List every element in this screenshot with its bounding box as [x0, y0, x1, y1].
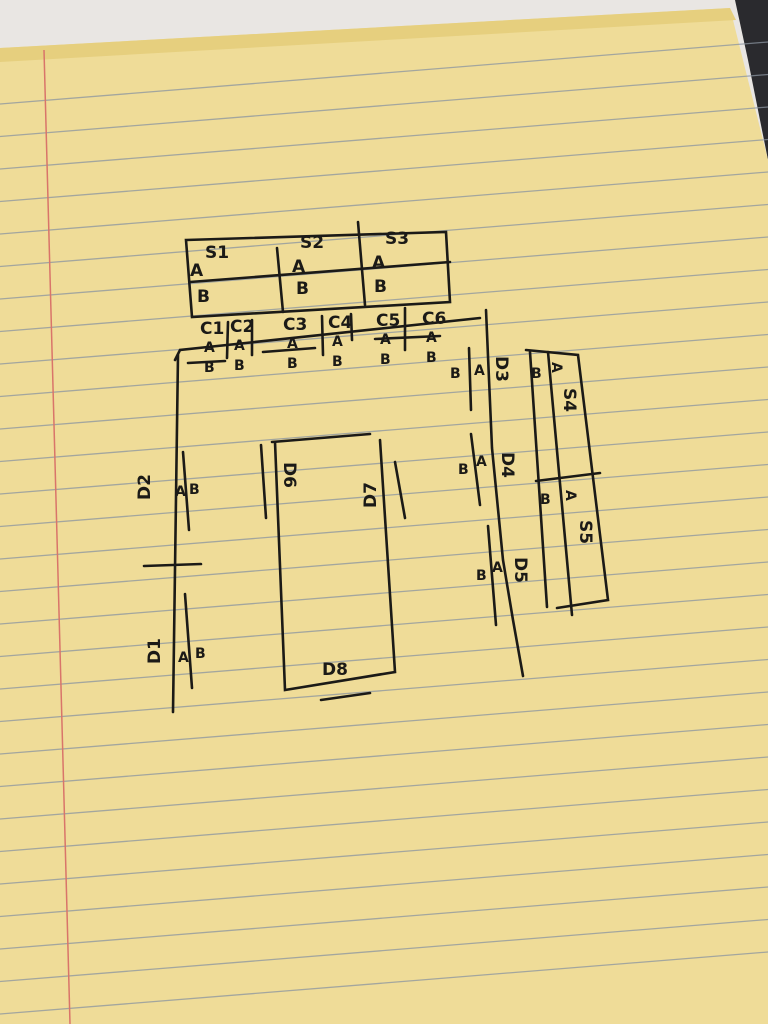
d5-label: D5 [510, 557, 530, 583]
dark-corner [735, 0, 768, 160]
column-label: C3 [283, 315, 307, 335]
d3-label: D3 [491, 356, 511, 382]
column-a: A [234, 338, 245, 354]
d3-a: A [474, 363, 485, 379]
ruled-line [0, 496, 768, 560]
ruled-line [0, 171, 768, 235]
s1-label: S1 [205, 243, 229, 263]
ruled-line [0, 788, 768, 853]
s3-label: S3 [385, 229, 409, 249]
ruled-line [0, 821, 768, 885]
margin-line [43, 49, 71, 1024]
d5-b: B [476, 568, 487, 584]
column-b: B [287, 356, 298, 372]
ruled-line [0, 41, 768, 105]
d5-a: A [492, 560, 503, 576]
ruled-line [0, 723, 768, 788]
s1-row-b: B [197, 287, 210, 307]
s4-label: S4 [559, 388, 579, 412]
d2-a: A [175, 484, 186, 500]
ruled-line [0, 886, 768, 950]
ruled-line [0, 203, 768, 268]
column-label: C5 [376, 311, 400, 331]
ruled-line [0, 626, 768, 690]
column-label: C1 [200, 319, 224, 339]
ruled-line [0, 528, 768, 593]
column-label: C4 [328, 313, 352, 333]
s2-label: S2 [300, 233, 324, 253]
ruled-line [0, 951, 768, 1015]
right-wall: D3 A B D4 A B D5 A B [450, 308, 530, 678]
ruled-line [0, 756, 768, 820]
d7-label: D7 [361, 482, 381, 508]
column-a: A [204, 340, 215, 356]
column-b: B [426, 350, 437, 366]
d2-b: B [189, 482, 200, 498]
s2-row-b: B [296, 279, 309, 299]
ruled-line [0, 398, 768, 463]
d1-a: A [178, 650, 189, 666]
left-wall: D2 A B D1 A B [135, 353, 206, 714]
ruled-line [0, 366, 768, 430]
s4-b: B [531, 366, 542, 382]
column-b: B [380, 352, 391, 368]
d4-b: B [458, 462, 469, 478]
ruled-line [0, 691, 768, 755]
ruled-line [0, 73, 768, 138]
ruled-line [0, 561, 768, 625]
s5-b: B [540, 492, 551, 508]
s1-row-a: A [190, 261, 204, 281]
ruled-line [0, 268, 768, 333]
ruled-line [0, 106, 768, 170]
column-a: A [332, 334, 343, 350]
s5-label: S5 [575, 520, 595, 544]
d4-label: D4 [497, 452, 517, 478]
d6-label: D6 [279, 462, 299, 488]
ruled-line [0, 853, 768, 918]
top-table: S1 S2 S3 A B A B A B [184, 220, 452, 319]
column-label: C6 [422, 309, 446, 329]
ruled-line [0, 138, 768, 203]
d1-label: D1 [145, 638, 165, 664]
right-box: S4 A B S5 A B [524, 348, 610, 617]
ruled-line [0, 333, 768, 398]
pad-top-edge [0, 8, 736, 62]
s2-row-a: A [292, 257, 306, 277]
d4-a: A [476, 454, 487, 470]
ruled-line [0, 918, 768, 983]
d1-b: B [195, 646, 206, 662]
ruled-line [0, 301, 768, 365]
s5-a: A [562, 490, 578, 501]
column-b: B [234, 358, 245, 374]
column-a: A [287, 336, 298, 352]
column-b: B [332, 354, 343, 370]
column-a: A [426, 330, 437, 346]
d2-label: D2 [135, 474, 155, 500]
s3-row-a: A [372, 253, 386, 273]
d8-label: D8 [322, 660, 348, 680]
column-a: A [380, 332, 391, 348]
column-label: C2 [230, 317, 254, 337]
center-box: D6 D7 D8 [259, 432, 407, 702]
ruled-line [0, 658, 768, 723]
d3-b: B [450, 366, 461, 382]
s3-row-b: B [374, 277, 387, 297]
ruled-line [0, 431, 768, 495]
s4-a: A [548, 362, 564, 373]
ruled-line [0, 593, 768, 658]
column-b: B [204, 360, 215, 376]
